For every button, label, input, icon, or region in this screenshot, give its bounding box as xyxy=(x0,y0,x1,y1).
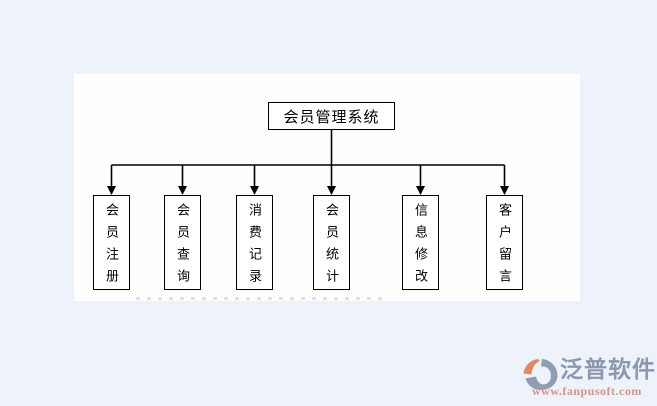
node-root: 会员管理系统 xyxy=(268,102,395,130)
node-label: 客户留言 xyxy=(497,203,512,291)
watermark-brand-text: 泛普软件 xyxy=(560,357,656,382)
node-root-label: 会员管理系统 xyxy=(283,109,380,126)
node-info-modify: 信息修改 xyxy=(402,195,439,291)
node-member-query: 会员查询 xyxy=(164,195,201,291)
node-label: 会员查询 xyxy=(175,203,190,291)
node-label: 会员注册 xyxy=(104,203,119,291)
watermark: 泛普软件 www.fanpusoft.com xyxy=(520,356,655,400)
node-label: 会员统计 xyxy=(324,203,339,291)
node-member-statistics: 会员统计 xyxy=(313,195,350,291)
node-consumption-record: 消费记录 xyxy=(236,195,273,291)
node-label: 信息修改 xyxy=(413,203,428,291)
clipped-text-artifact xyxy=(136,297,388,300)
fanpu-logo-icon xyxy=(523,358,558,391)
node-label: 消费记录 xyxy=(247,203,262,291)
watermark-url-text: www.fanpusoft.com xyxy=(532,384,642,398)
node-customer-message: 客户留言 xyxy=(486,195,523,291)
node-member-register: 会员注册 xyxy=(93,195,130,291)
